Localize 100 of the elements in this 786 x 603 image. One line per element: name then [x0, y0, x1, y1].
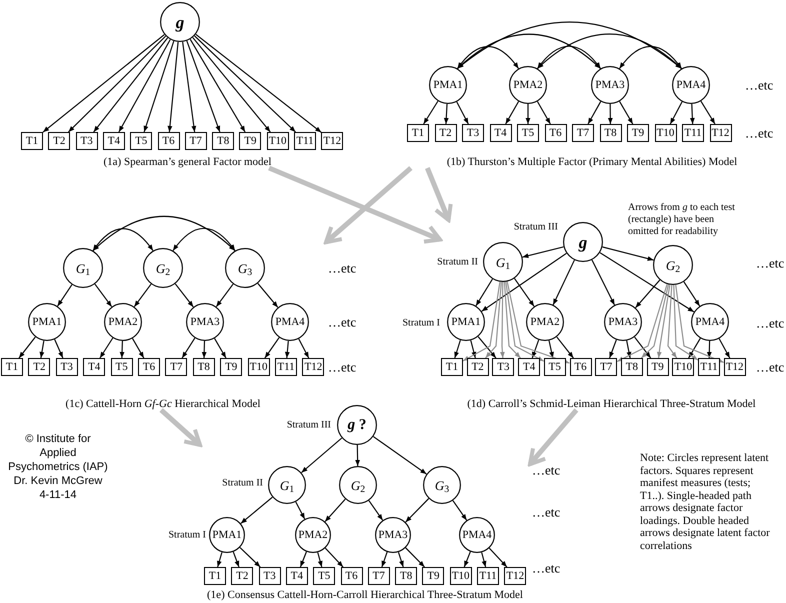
factor-circle: PMA4: [459, 517, 495, 553]
test-box: T10: [248, 358, 270, 376]
curved-double-arrow: [457, 34, 601, 69]
factor-circle: PMA2: [526, 303, 564, 341]
model-caption: (1a) Spearman’s general Factor model: [104, 156, 272, 168]
arrow: [405, 498, 430, 523]
arrow: [626, 340, 632, 358]
factor-circle: G$_{2}$: [653, 245, 693, 285]
test-box: T9: [239, 132, 262, 150]
arrow: [690, 104, 695, 124]
stratum-label: Stratum III: [286, 418, 331, 432]
arrow: [609, 340, 617, 358]
test-box: T1: [441, 358, 463, 376]
test-box: T5: [130, 132, 152, 150]
test-box: T9: [627, 124, 649, 142]
curved-double-arrow: [537, 46, 601, 69]
continuation-text: …etc: [745, 124, 774, 142]
test-box: T8: [395, 567, 418, 585]
factor-circle: G$_{3}$: [225, 248, 265, 288]
test-box: T3: [492, 358, 514, 376]
arrow: [398, 552, 404, 568]
test-box: T9: [220, 358, 242, 376]
arrow: [673, 284, 698, 360]
arrow: [195, 34, 322, 133]
arrow: [504, 282, 521, 358]
curved-double-arrow: [172, 228, 236, 252]
arrow: [57, 284, 72, 306]
continuation-text: …etc: [328, 358, 356, 376]
arrow: [174, 283, 194, 308]
arrow: [317, 552, 322, 568]
test-box: T12: [724, 358, 746, 376]
arrow: [298, 338, 310, 358]
test-box: T10: [672, 358, 694, 376]
test-box: T4: [102, 132, 125, 150]
stratum-label: Stratum II: [222, 476, 263, 490]
arrow: [634, 336, 652, 358]
arrow: [295, 502, 306, 520]
arrow: [548, 340, 554, 358]
arrow: [120, 340, 124, 358]
test-box: T1: [204, 567, 226, 585]
test-box: T2: [231, 567, 254, 585]
arrow: [257, 283, 278, 308]
arrow: [591, 260, 615, 306]
factor-circle: g ?: [337, 405, 377, 445]
test-box: T12: [710, 124, 732, 142]
arrow: [94, 284, 112, 308]
test-box: T3: [258, 567, 281, 585]
thick-arrow: [268, 166, 442, 244]
arrow: [688, 338, 701, 358]
arrow: [405, 547, 425, 568]
arrow: [616, 284, 668, 362]
arrow: [324, 498, 346, 522]
arrow: [700, 100, 716, 124]
test-box: T2: [466, 358, 489, 376]
arrow: [355, 444, 360, 466]
test-box: T11: [698, 358, 720, 376]
arrow: [284, 340, 290, 358]
test-box: T6: [544, 124, 566, 142]
arrow: [683, 281, 700, 306]
arrow: [423, 100, 438, 124]
arrow: [216, 284, 234, 308]
factor-circle: PMA4: [691, 303, 729, 341]
factor-circle: G$_{1}$: [268, 466, 306, 504]
test-box: T1: [1, 358, 23, 376]
curved-double-arrow: [457, 22, 682, 69]
test-box: T8: [212, 132, 234, 150]
test-box: T11: [294, 132, 316, 150]
continuation-text: …etc: [532, 503, 560, 522]
arrow: [134, 284, 152, 308]
arrow: [526, 104, 530, 124]
arrow: [182, 338, 196, 358]
test-box: T3: [56, 358, 78, 376]
arrow: [214, 338, 226, 358]
arrow: [667, 284, 678, 358]
arrow: [485, 282, 502, 358]
arrow: [202, 340, 207, 358]
arrow: [368, 500, 384, 521]
test-box: T11: [275, 358, 297, 376]
factor-circle: PMA2: [104, 303, 142, 341]
arrow: [514, 278, 535, 307]
arrow: [552, 260, 575, 306]
arrow: [635, 280, 660, 308]
test-box: T5: [110, 358, 133, 376]
arrow: [300, 552, 307, 568]
arrow: [588, 101, 602, 124]
arrow: [602, 246, 654, 261]
continuation-text: …etc: [756, 254, 784, 272]
test-box: T5: [544, 358, 566, 376]
arrow: [182, 42, 196, 132]
factor-circle: G$_{1}$: [483, 242, 523, 282]
continuation-text: …etc: [756, 358, 784, 376]
factor-circle: g: [563, 222, 603, 262]
factor-circle: G$_{1}$: [63, 248, 103, 288]
arrow: [144, 40, 174, 132]
curved-double-arrow: [537, 34, 682, 69]
test-box: T10: [266, 132, 289, 150]
continuation-text: …etc: [532, 461, 560, 480]
test-box: T6: [340, 567, 362, 585]
arrow: [373, 436, 427, 474]
arrow: [462, 282, 500, 362]
